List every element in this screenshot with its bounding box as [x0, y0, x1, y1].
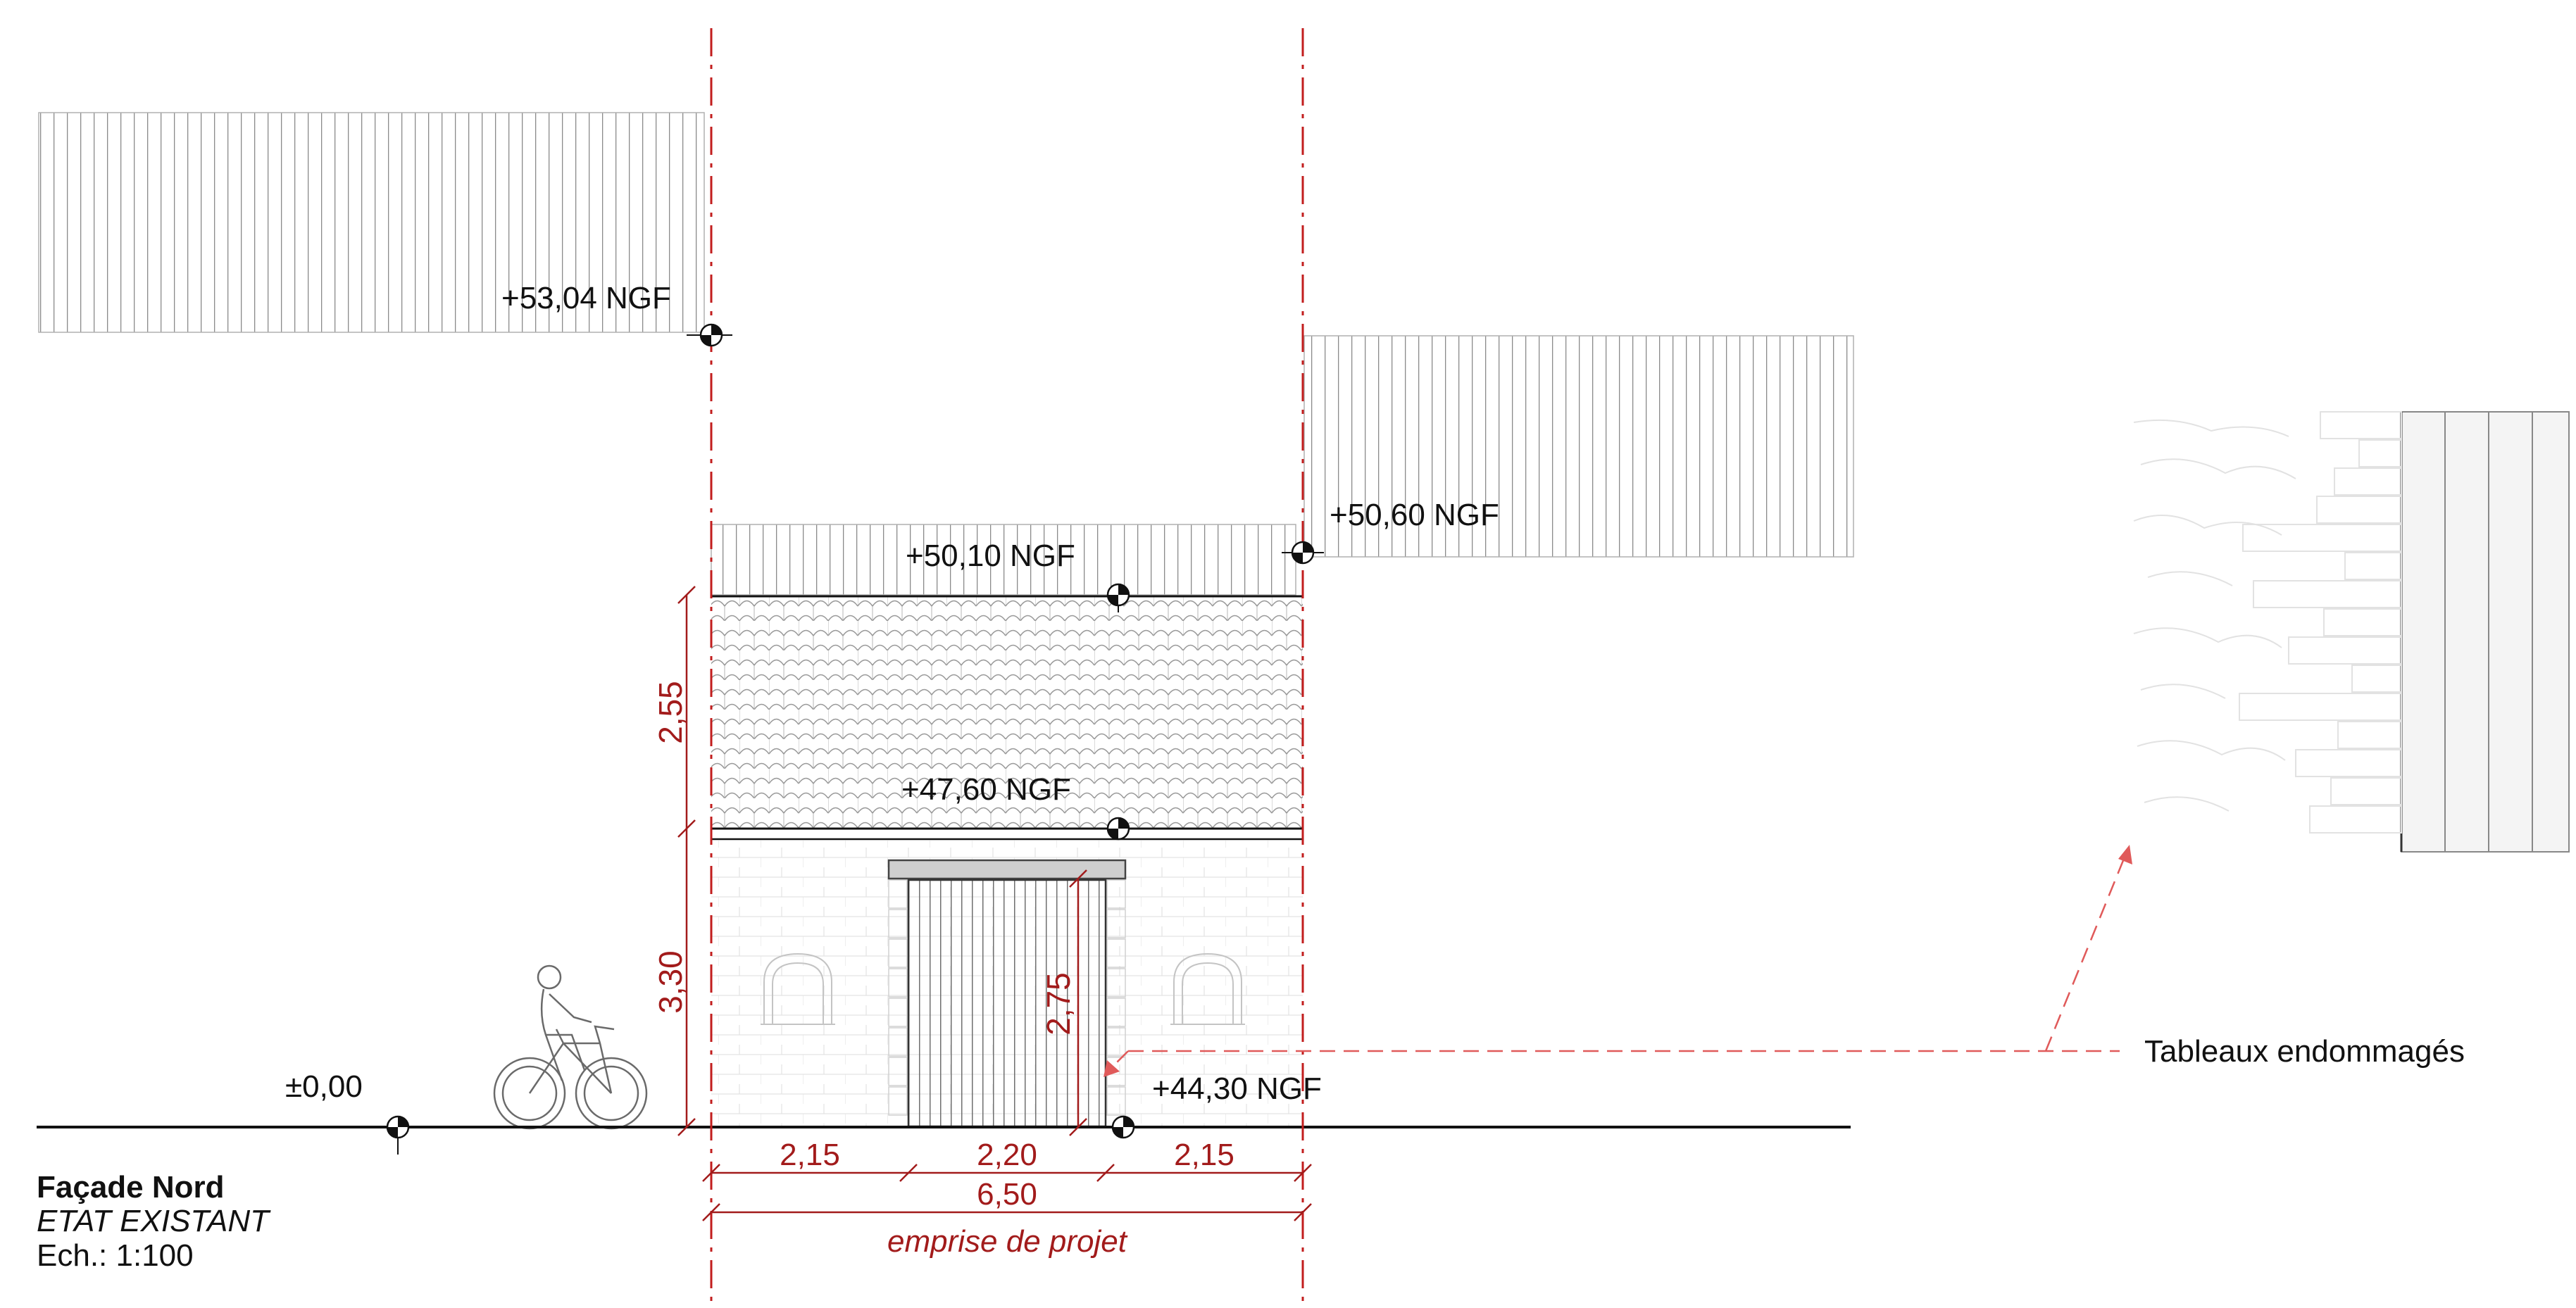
leader-arrow-section: [2118, 845, 2132, 864]
level-ground: ±0,00: [285, 1069, 363, 1104]
level-marker: [1111, 1115, 1135, 1139]
footprint-label: emprise de projet: [887, 1224, 1128, 1259]
drawing-title: Façade Nord: [37, 1170, 225, 1205]
neighbor-building-right: [1303, 335, 1854, 558]
level-marker: [1282, 541, 1324, 565]
level-marker: [386, 1115, 410, 1155]
dimension-door-width: 2,20: [977, 1138, 1037, 1172]
level-marker: [1106, 583, 1130, 612]
level-top-left: +53,04 NGF: [501, 281, 671, 315]
damage-annotation: Tableaux endommagés: [2144, 1034, 2465, 1069]
adjacent-wall-section: [2400, 411, 2570, 853]
vertical-dimensions: [677, 586, 1087, 1136]
door-lintel: [887, 859, 1127, 880]
level-roof-ridge: +50,10 NGF: [906, 539, 1075, 573]
door-leaf: [907, 879, 1107, 1128]
roof-tiles: [711, 596, 1303, 829]
rubble-masonry-section: [2133, 411, 2402, 834]
dimension-door-height: 2,75: [1040, 972, 1077, 1036]
level-door-base: +44,30 NGF: [1152, 1071, 1322, 1106]
arched-window-right: [1170, 952, 1245, 1025]
dimension-total-width: 6,50: [977, 1177, 1037, 1212]
drawing-status: ETAT EXISTANT: [37, 1204, 270, 1239]
roof-back-band: [711, 524, 1296, 596]
annotation-leaders: [1108, 851, 2128, 1071]
neighbor-building-left: [38, 112, 705, 333]
level-marker: [1106, 817, 1130, 841]
leader-arrow-door: [1103, 1060, 1120, 1077]
level-marker: [687, 323, 732, 347]
horizontal-dimensions: [702, 1164, 1312, 1221]
drawing-scale: Ech.: 1:100: [37, 1238, 194, 1273]
arched-window-left: [761, 952, 835, 1025]
level-eave: +47,60 NGF: [901, 772, 1071, 807]
dimension-right-bay: 2,15: [1174, 1138, 1234, 1172]
title-block: Façade Nord ETAT EXISTANT Ech.: 1:100: [37, 1170, 270, 1273]
footprint-lines: [710, 28, 1304, 1308]
cyclist-figure: [493, 964, 648, 1130]
dimension-wall-height: 3,30: [652, 950, 689, 1014]
dimension-roof-height: 2,55: [652, 681, 689, 744]
level-right-neighbor: +50,60 NGF: [1330, 498, 1499, 532]
dimension-left-bay: 2,15: [780, 1138, 840, 1172]
